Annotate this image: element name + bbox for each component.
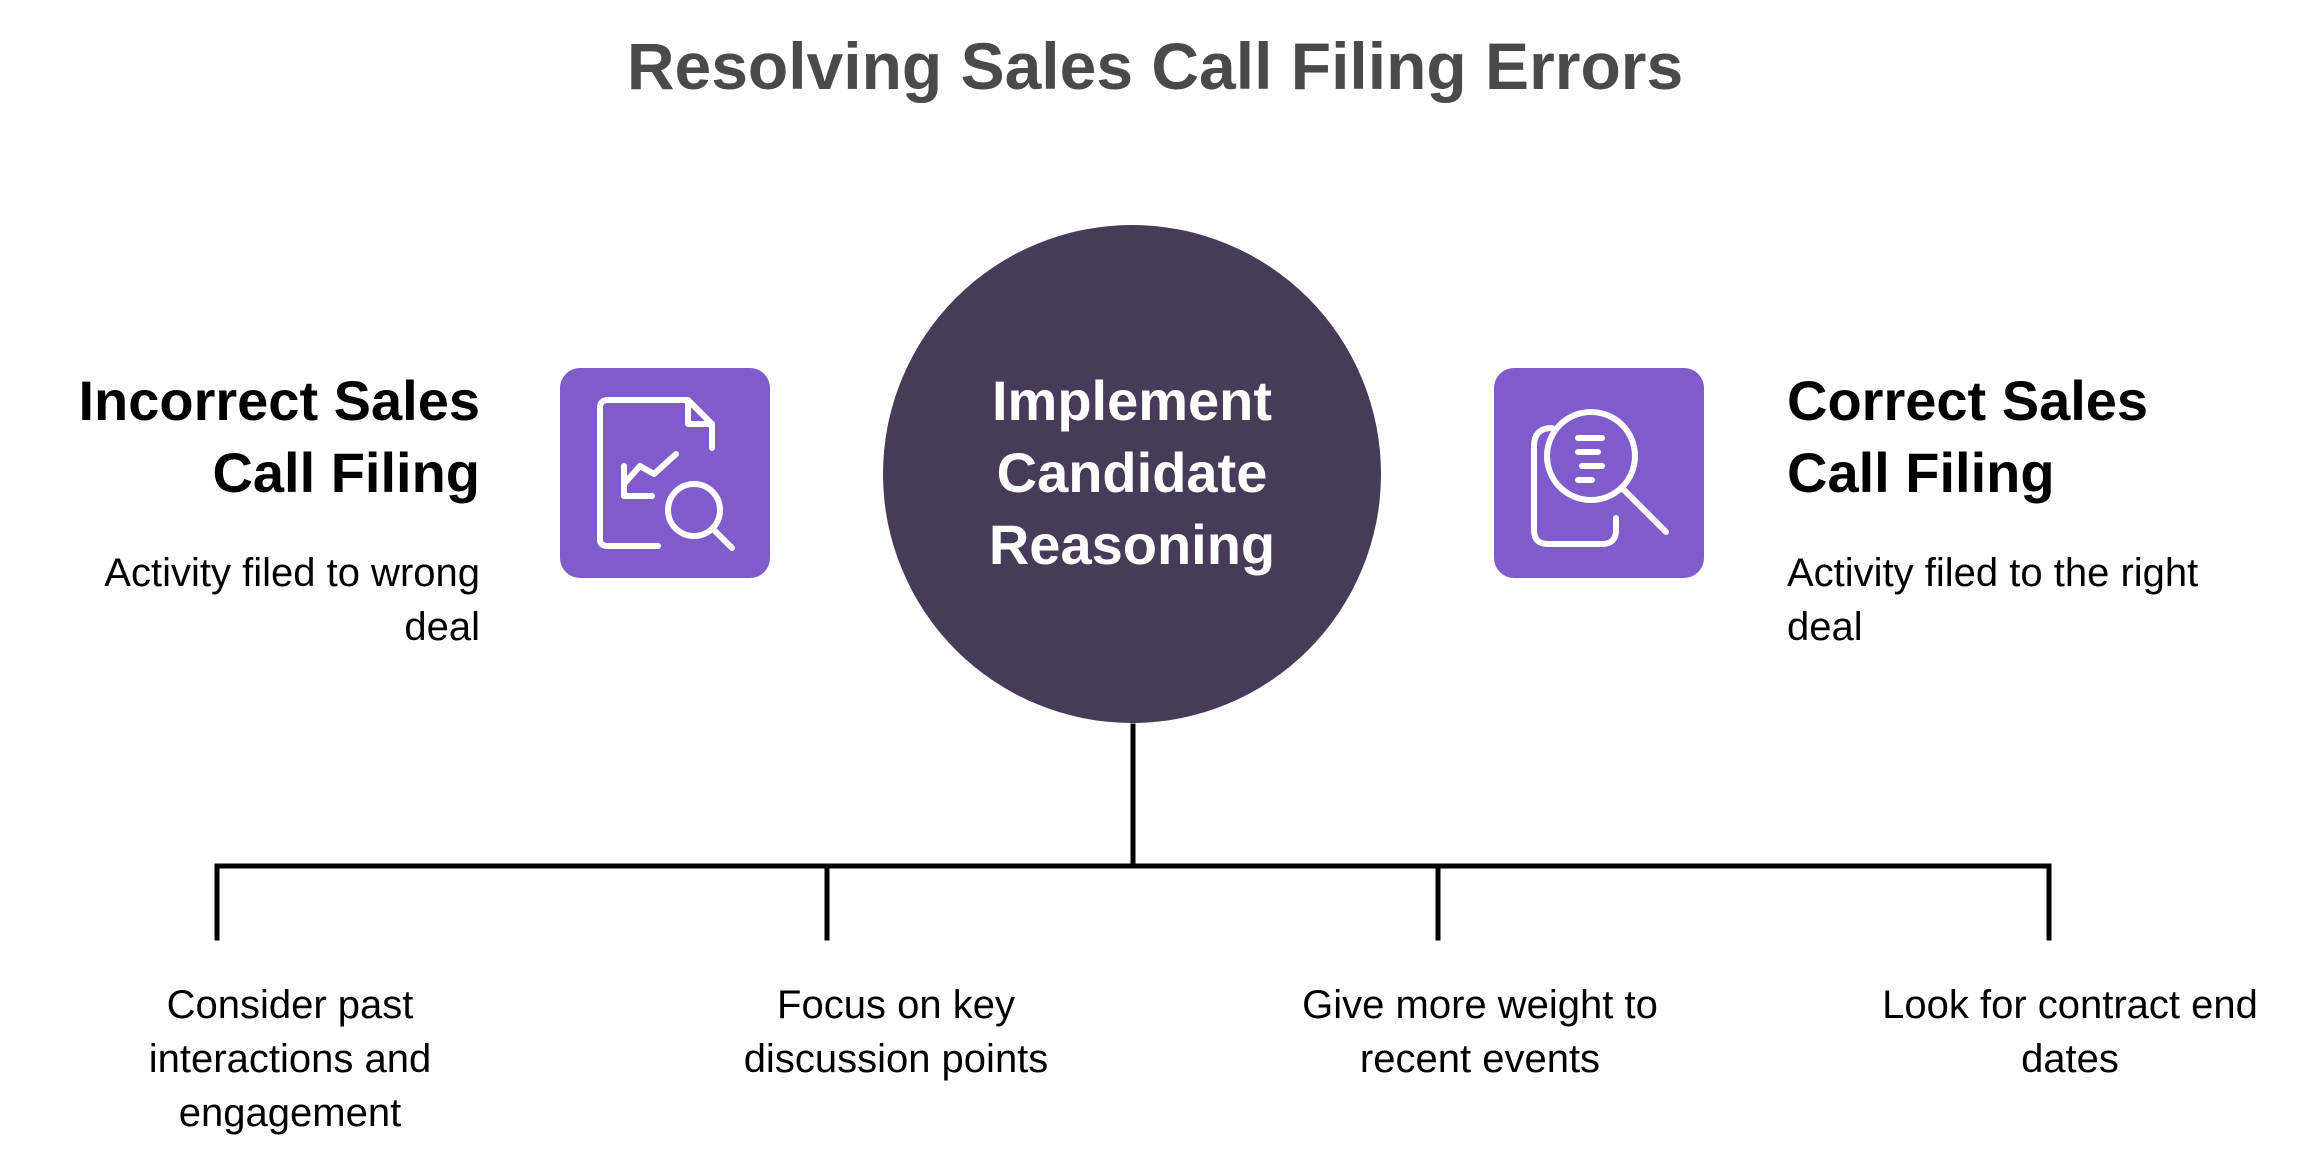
right-title-line-2: Call Filing <box>1787 441 2055 504</box>
right-desc-line-2: deal <box>1787 605 1863 649</box>
branch-item-contract-dates: Look for contract end dates <box>1840 978 2300 1086</box>
left-desc-line-2: deal <box>404 605 480 649</box>
hub-line-2: Candidate <box>996 441 1268 504</box>
central-hub-circle <box>883 225 1381 723</box>
right-title-line-1: Correct Sales <box>1787 369 2149 432</box>
hub-line-1: Implement <box>991 369 1273 432</box>
branch-4-line-2: dates <box>2021 1037 2119 1081</box>
branch-item-key-points: Focus on key discussion points <box>681 978 1111 1086</box>
hub-line-3: Reasoning <box>988 513 1276 576</box>
branch-3-line-2: recent events <box>1359 1037 1601 1081</box>
branch-item-past-interactions: Consider past interactions and engagemen… <box>75 978 505 1140</box>
right-desc-line-1: Activity filed to the right <box>1787 551 2199 595</box>
branch-2-line-1: Focus on key <box>777 983 1015 1027</box>
branch-1-line-2: interactions and <box>148 1037 432 1081</box>
left-desc-line-1: Activity filed to wrong <box>104 551 480 595</box>
branch-1-line-3: engagement <box>178 1091 402 1135</box>
right-description: Activity filed to the right deal <box>1787 546 2287 654</box>
branch-4-line-1: Look for contract end <box>1882 983 2258 1027</box>
document-chart-search-icon <box>560 368 770 578</box>
left-title-line-1: Incorrect Sales <box>78 369 480 432</box>
diagram-title: Resolving Sales Call Filing Errors <box>626 29 1684 103</box>
document-magnify-icon <box>1494 368 1704 578</box>
right-title: Correct Sales Call Filing <box>1787 365 2247 509</box>
branch-item-recent-events: Give more weight to recent events <box>1260 978 1700 1086</box>
left-title: Incorrect Sales Call Filing <box>0 365 480 509</box>
left-title-line-2: Call Filing <box>212 441 480 504</box>
central-hub-label: Implement Candidate Reasoning <box>883 365 1381 581</box>
branch-2-line-2: discussion points <box>743 1037 1049 1081</box>
branch-3-line-1: Give more weight to <box>1302 983 1658 1027</box>
left-description: Activity filed to wrong deal <box>0 546 480 654</box>
branch-1-line-1: Consider past <box>166 983 414 1027</box>
